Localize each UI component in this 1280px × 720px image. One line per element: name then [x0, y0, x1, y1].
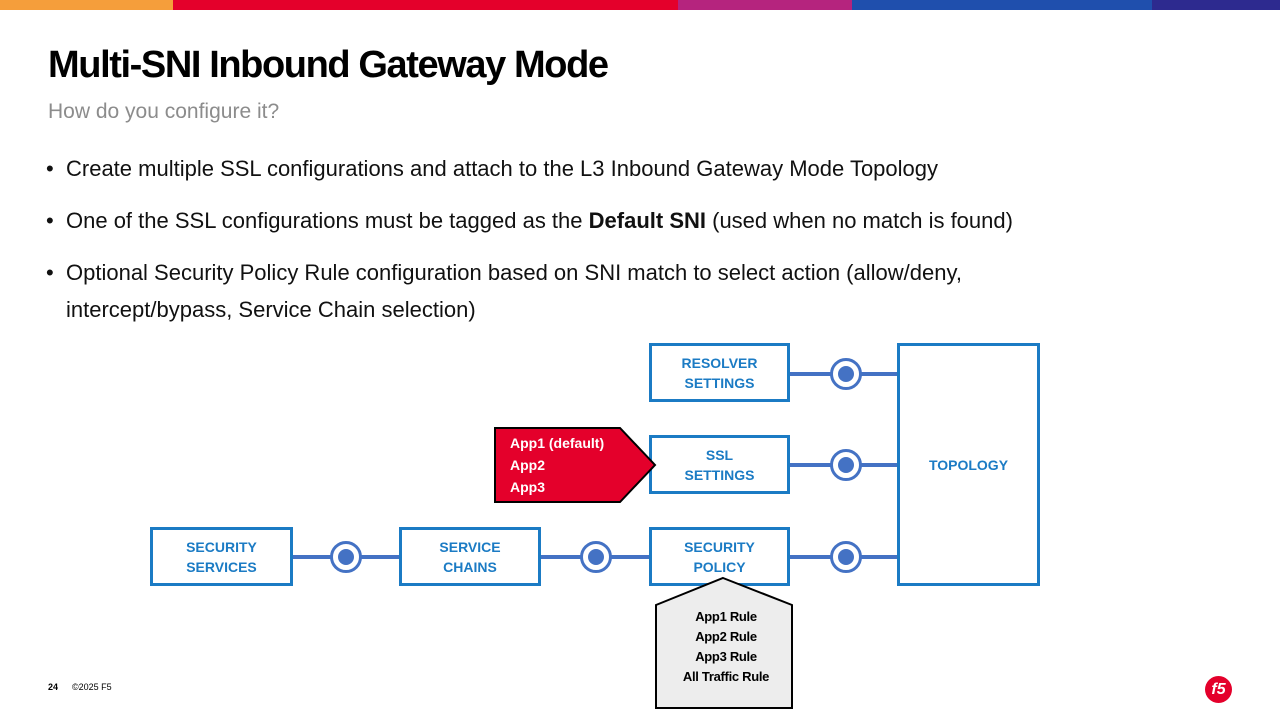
connector-node-icon	[330, 541, 362, 573]
ssl-callout-item: App1 (default)	[510, 435, 605, 451]
policy-callout-shape	[655, 576, 793, 709]
connector-node-icon	[830, 541, 862, 573]
bullet-text-post: (used when no match is found)	[706, 208, 1013, 233]
bullet-text-line1: Optional Security Policy Rule configurat…	[66, 260, 962, 285]
bullet-text-pre: One of the SSL configurations must be ta…	[66, 208, 589, 233]
box-label: SETTINGS	[684, 374, 755, 391]
topology-box: TOPOLOGY	[897, 343, 1040, 586]
policy-callout-item: App1 Rule	[695, 609, 757, 624]
f5-logo-icon: f5	[1205, 676, 1232, 703]
bullet-item: • One of the SSL configurations must be …	[46, 202, 1226, 239]
connector-node-icon	[830, 449, 862, 481]
bullet-dot: •	[46, 156, 54, 181]
bullet-list: • Create multiple SSL configurations and…	[46, 150, 1226, 343]
box-label: POLICY	[693, 558, 746, 575]
ssl-callout-item: App3	[510, 479, 545, 495]
bullet-text-bold: Default SNI	[588, 208, 706, 233]
policy-callout-item: App2 Rule	[695, 629, 757, 644]
policy-callout-item: All Traffic Rule	[682, 669, 770, 684]
bullet-text-line2: intercept/bypass, Service Chain selectio…	[66, 297, 476, 322]
box-label: TOPOLOGY	[928, 456, 1009, 473]
policy-callout-list: App1 Rule App2 Rule App3 Rule All Traffi…	[656, 607, 796, 687]
band-segment-red	[173, 0, 678, 10]
security-services-box: SECURITY SERVICES	[150, 527, 293, 586]
band-segment-indigo	[1152, 0, 1280, 10]
ssl-callout-item: App2	[510, 457, 545, 473]
bullet-item: • Optional Security Policy Rule configur…	[46, 254, 1226, 328]
box-label: SETTINGS	[684, 466, 755, 483]
bullet-text: Create multiple SSL configurations and a…	[66, 156, 939, 181]
bullet-dot: •	[46, 208, 54, 233]
ssl-settings-box: SSL SETTINGS	[649, 435, 790, 494]
ssl-callout-shape	[494, 427, 657, 503]
box-label: SECURITY	[186, 538, 257, 555]
service-chains-box: SERVICE CHAINS	[399, 527, 541, 586]
box-label: SECURITY	[684, 538, 755, 555]
slide-title: Multi-SNI Inbound Gateway Mode	[48, 44, 609, 86]
box-label: SERVICES	[186, 558, 257, 575]
ssl-callout-list: App1 (default) App2 App3	[510, 432, 604, 498]
resolver-settings-box: RESOLVER SETTINGS	[649, 343, 790, 402]
band-segment-orange	[0, 0, 173, 10]
band-segment-magenta	[678, 0, 852, 10]
box-label: SERVICE	[439, 538, 501, 555]
security-policy-box: SECURITY POLICY	[649, 527, 790, 586]
bullet-dot: •	[46, 260, 54, 285]
copyright: ©2025 F5	[72, 682, 112, 692]
box-label: SSL	[705, 446, 734, 463]
box-label: CHAINS	[443, 558, 497, 575]
band-segment-blue	[852, 0, 1152, 10]
policy-callout-item: App3 Rule	[695, 649, 757, 664]
connector-node-icon	[830, 358, 862, 390]
bullet-item: • Create multiple SSL configurations and…	[46, 150, 1226, 187]
box-label: RESOLVER	[681, 354, 758, 371]
slide-subtitle: How do you configure it?	[48, 100, 280, 123]
page-number: 24	[48, 682, 59, 692]
connector-node-icon	[580, 541, 612, 573]
